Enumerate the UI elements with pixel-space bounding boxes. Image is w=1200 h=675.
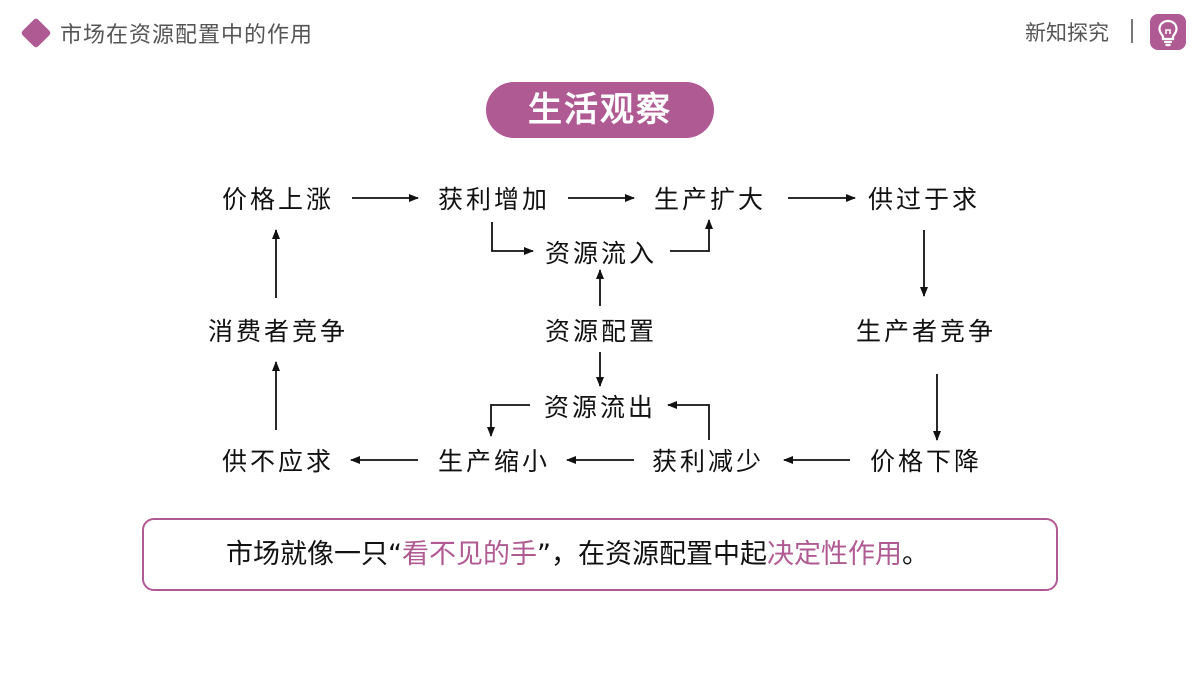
observation-title: 生活观察 bbox=[486, 82, 714, 138]
summary-part-1: 市场就像一只“ bbox=[226, 539, 402, 570]
summary-part-3: 。 bbox=[902, 539, 929, 570]
arrow-outflow-to-production-shrink bbox=[487, 404, 530, 437]
section-separator bbox=[1131, 19, 1133, 43]
arrow-inflow-to-production-expand bbox=[670, 219, 713, 252]
node-production-expand: 生产扩大 bbox=[653, 185, 767, 214]
node-supply-short: 供不应求 bbox=[221, 447, 335, 476]
node-profit-up: 获利增加 bbox=[437, 185, 551, 214]
summary-text: 市场就像一只“看不见的手”，在资源配置中起决定性作用。 bbox=[226, 520, 929, 589]
lightbulb-icon bbox=[1150, 14, 1186, 50]
node-profit-down: 获利减少 bbox=[651, 447, 765, 476]
node-resource-outflow: 资源流出 bbox=[543, 393, 657, 422]
arrow-profit-down-to-outflow bbox=[667, 401, 710, 440]
summary-part-2: ”，在资源配置中起 bbox=[537, 539, 767, 570]
summary-highlight-invisible-hand: 看不见的手 bbox=[402, 539, 537, 570]
node-supply-exceeds: 供过于求 bbox=[867, 185, 981, 214]
page-title: 市场在资源配置中的作用 bbox=[60, 23, 314, 48]
node-price-fall: 价格下降 bbox=[869, 447, 983, 476]
node-consumer-competition: 消费者竞争 bbox=[207, 317, 349, 346]
node-production-shrink: 生产缩小 bbox=[437, 447, 551, 476]
summary-highlight-decisive-role: 决定性作用 bbox=[767, 539, 902, 570]
summary-box: 市场就像一只“看不见的手”，在资源配置中起决定性作用。 bbox=[142, 518, 1058, 591]
section-label: 新知探究 bbox=[1025, 21, 1109, 45]
node-resource-inflow: 资源流入 bbox=[544, 239, 658, 268]
node-producer-competition: 生产者竞争 bbox=[855, 317, 997, 346]
node-resource-allocation: 资源配置 bbox=[544, 317, 658, 346]
node-price-rise: 价格上涨 bbox=[221, 185, 335, 214]
arrow-profit-up-to-inflow bbox=[491, 222, 534, 255]
